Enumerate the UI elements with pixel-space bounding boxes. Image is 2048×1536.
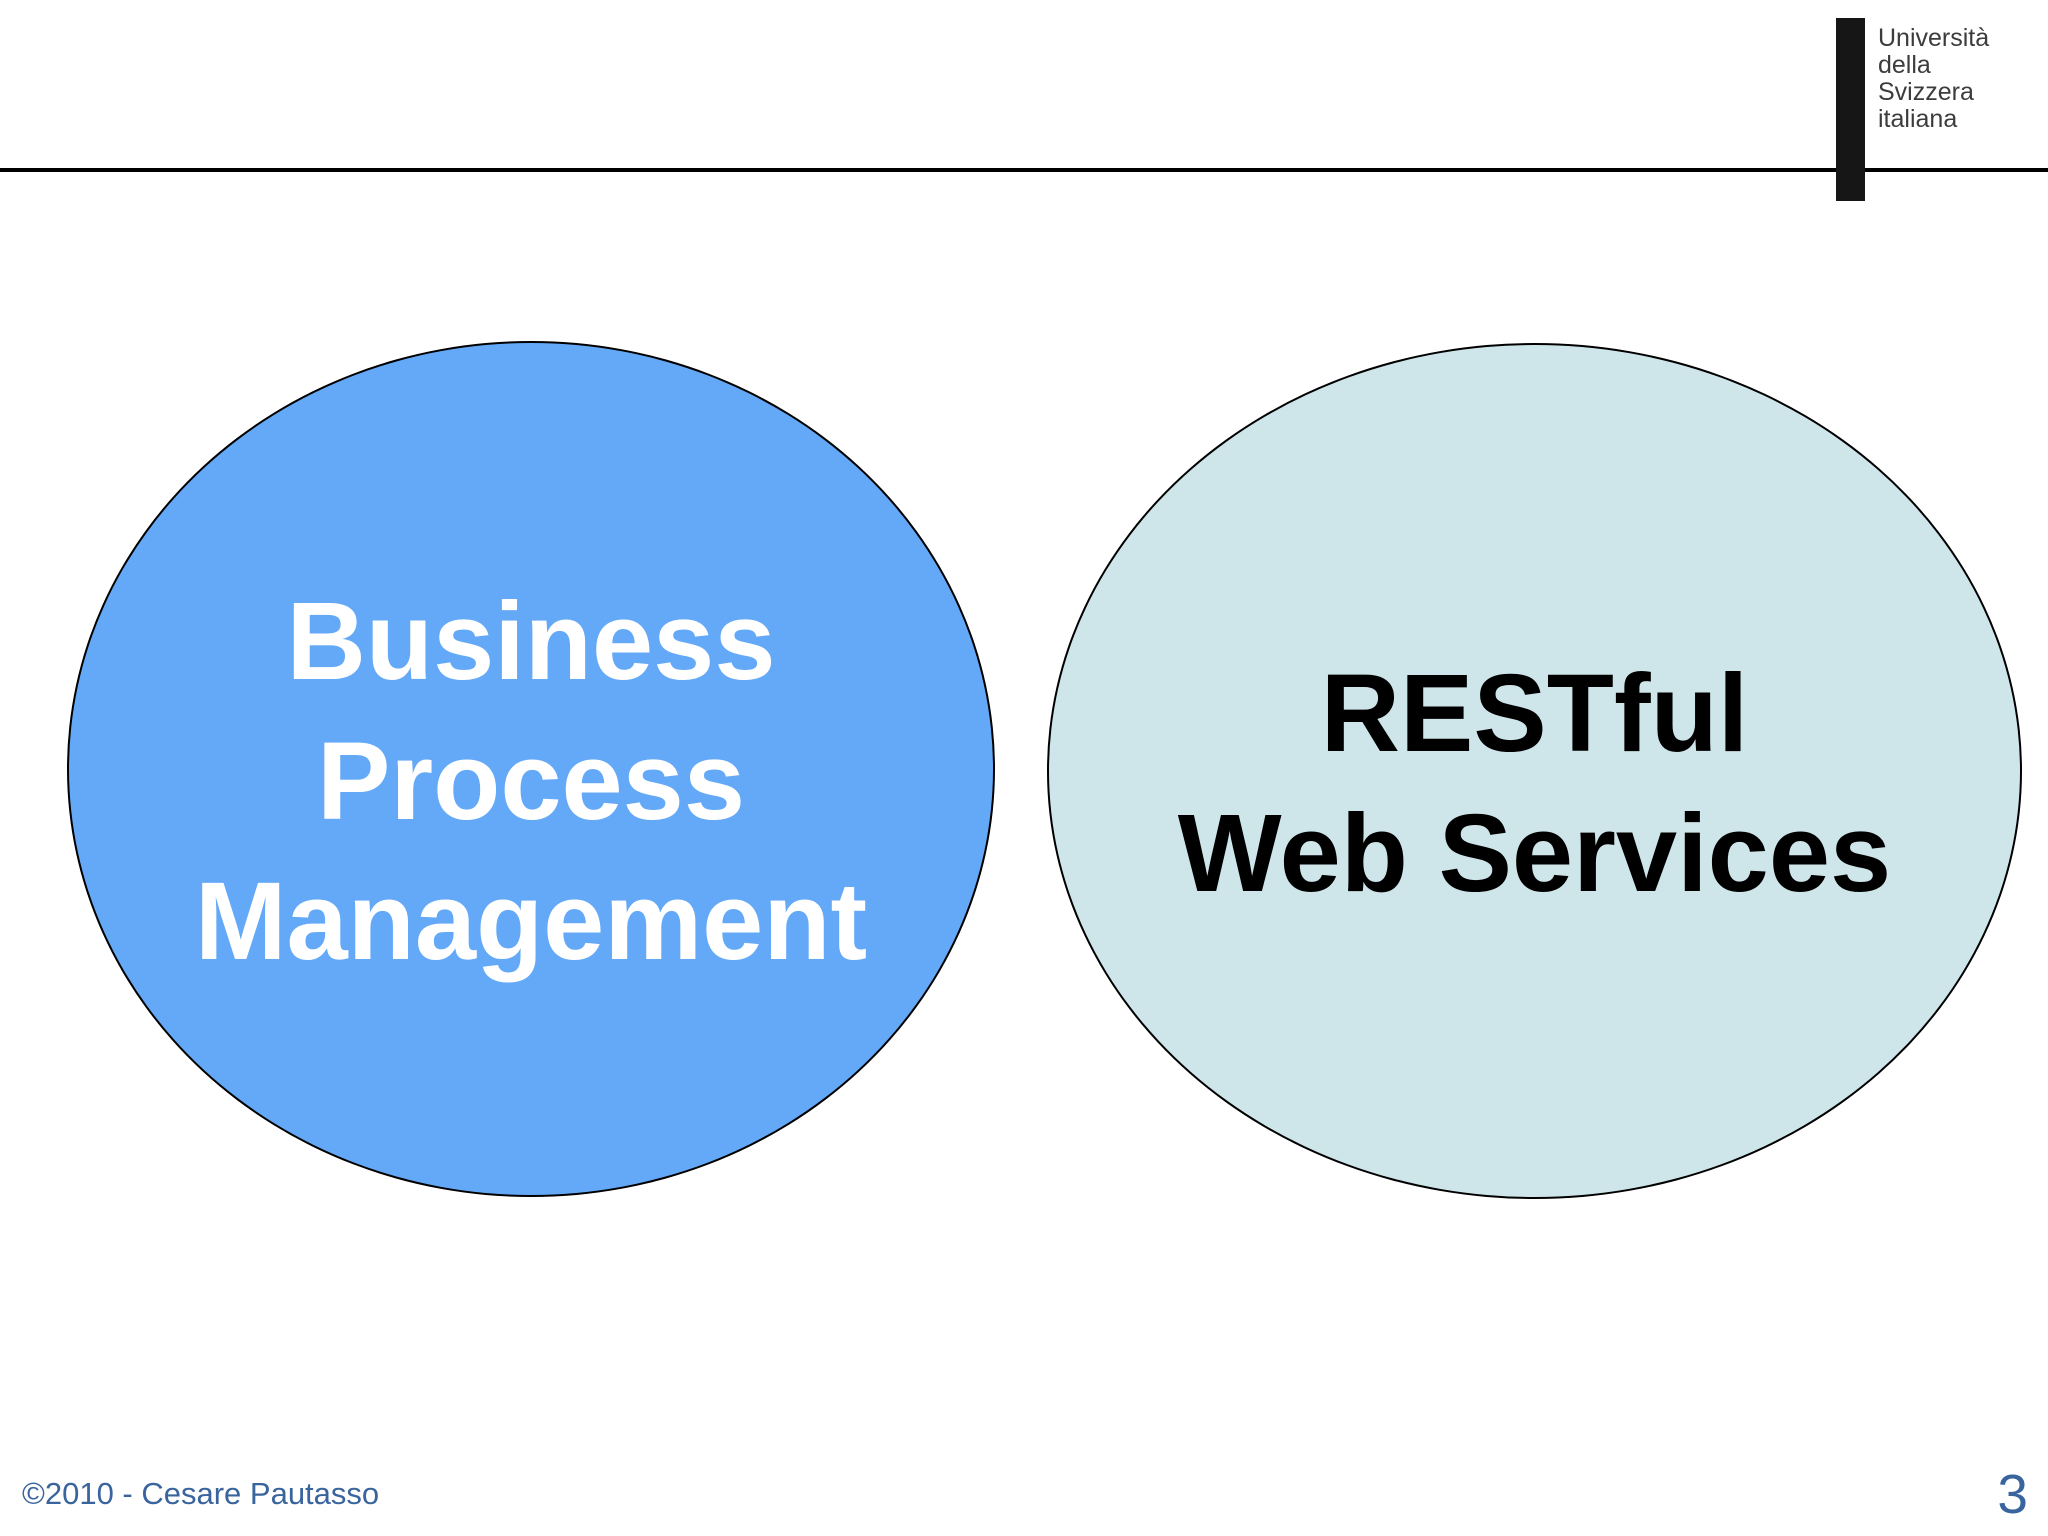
bpm-ellipse-label: Business Process Management [195, 572, 867, 992]
usi-logo-text: Università della Svizzera italiana [1878, 25, 1989, 133]
rest-label-line-1: RESTful [1320, 652, 1749, 775]
rest-ellipse: RESTful Web Services [1047, 343, 2022, 1199]
copyright-text: ©2010 - Cesare Pautasso [22, 1476, 380, 1511]
header-rule [0, 168, 2048, 172]
rest-ellipse-label: RESTful Web Services [1178, 644, 1891, 924]
logo-line-2: della [1878, 51, 1931, 79]
logo-line-1: Università [1878, 24, 1990, 52]
page-number: 3 [1997, 1463, 2028, 1525]
bpm-label-line-2: Process [316, 720, 746, 843]
usi-logo-bar [1836, 18, 1865, 201]
bpm-ellipse: Business Process Management [67, 341, 995, 1197]
rest-label-line-2: Web Services [1177, 792, 1892, 915]
logo-line-4: italiana [1878, 105, 1958, 133]
bpm-label-line-1: Business [286, 580, 776, 703]
bpm-label-line-3: Management [194, 860, 868, 983]
logo-line-3: Svizzera [1878, 78, 1974, 106]
